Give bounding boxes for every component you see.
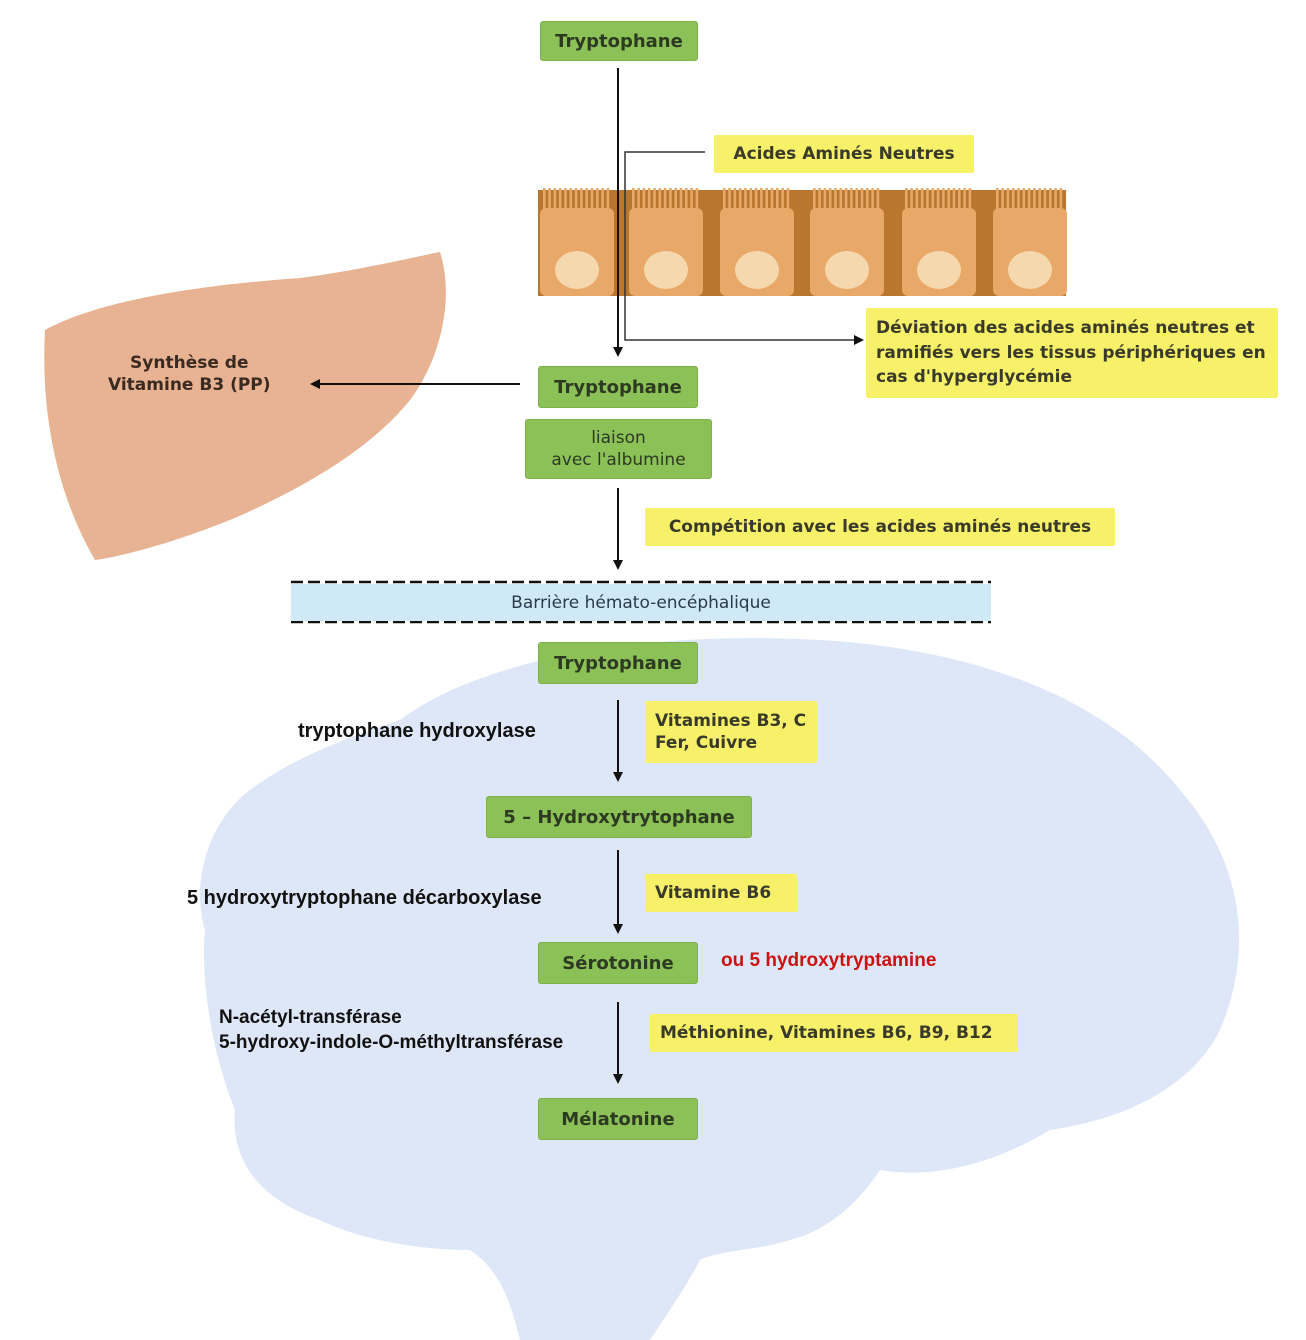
epithelial-cell xyxy=(993,188,1067,296)
note-cofactors-step1: Vitamines B3, C Fer, Cuivre xyxy=(645,701,817,763)
note-deviation: Déviation des acides aminés neutres et r… xyxy=(866,308,1278,398)
node-tryptophane-blood: Tryptophane xyxy=(538,366,698,408)
connector-amino-acids xyxy=(624,151,864,345)
node-melatonin: Mélatonine xyxy=(538,1098,698,1140)
note-cofactors-step2: Vitamine B6 xyxy=(645,874,797,912)
enzyme-5htp-decarboxylase: 5 hydroxytryptophane décarboxylase xyxy=(187,887,542,909)
blood-brain-barrier: Barrière hémato-encéphalique xyxy=(291,584,991,621)
node-tryptophane-dietary: Tryptophane xyxy=(540,21,698,61)
intestinal-epithelium xyxy=(538,188,1067,296)
liver-shape xyxy=(44,252,446,560)
enzyme-tryptophan-hydroxylase: tryptophane hydroxylase xyxy=(298,720,536,742)
epithelial-cell xyxy=(810,188,884,296)
epithelial-cell xyxy=(540,188,614,296)
epithelial-cell xyxy=(720,188,794,296)
enzyme-melatonin-synthesis: N-acétyl-transférase 5-hydroxy-indole-O-… xyxy=(219,1007,564,1053)
node-tryptophane-brain: Tryptophane xyxy=(538,642,698,684)
epithelial-cell xyxy=(902,188,976,296)
epithelial-cell xyxy=(629,188,703,296)
liver-label: Synthèse de Vitamine B3 (PP) xyxy=(108,353,271,396)
node-5-hydroxytryptophan: 5 – Hydroxytrytophane xyxy=(486,796,752,838)
serotonin-alias: ou 5 hydroxytryptamine xyxy=(721,950,937,971)
node-serotonin: Sérotonine xyxy=(538,942,698,984)
note-neutral-amino-acids: Acides Aminés Neutres xyxy=(714,135,974,173)
note-cofactors-step3: Méthionine, Vitamines B6, B9, B12 xyxy=(650,1014,1018,1052)
node-albumin-binding: liaison avec l'albumine xyxy=(525,419,712,479)
note-competition: Compétition avec les acides aminés neutr… xyxy=(645,508,1115,546)
brain-shape xyxy=(200,638,1240,1340)
